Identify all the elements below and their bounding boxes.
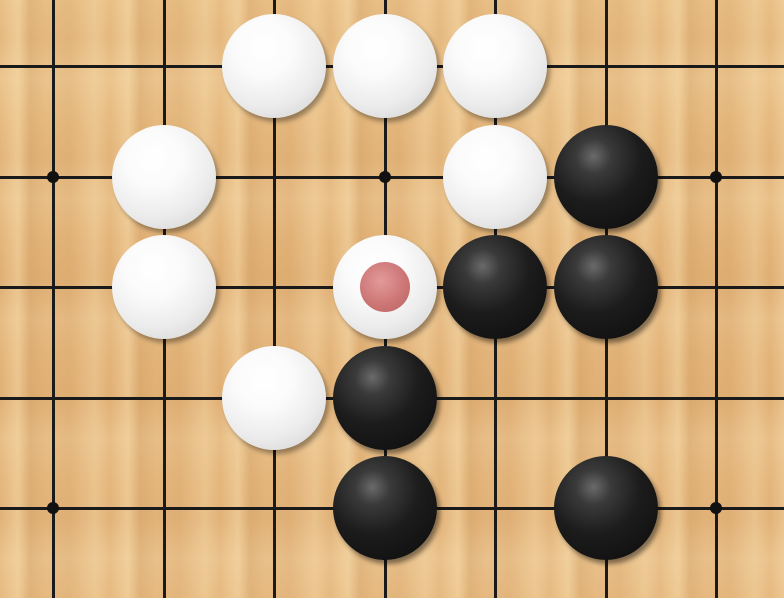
white-stone[interactable] xyxy=(222,14,326,118)
black-stone[interactable] xyxy=(554,235,658,339)
star-point xyxy=(379,171,391,183)
white-stone[interactable] xyxy=(222,346,326,450)
black-stone[interactable] xyxy=(554,125,658,229)
white-stone[interactable] xyxy=(443,125,547,229)
white-stone[interactable] xyxy=(112,235,216,339)
star-point xyxy=(710,171,722,183)
star-point xyxy=(47,171,59,183)
white-stone[interactable] xyxy=(112,125,216,229)
star-point xyxy=(47,502,59,514)
last-move-marker xyxy=(360,262,410,312)
white-stone[interactable] xyxy=(333,235,437,339)
black-stone[interactable] xyxy=(443,235,547,339)
white-stone[interactable] xyxy=(443,14,547,118)
black-stone[interactable] xyxy=(333,346,437,450)
star-point xyxy=(710,502,722,514)
black-stone[interactable] xyxy=(333,456,437,560)
black-stone[interactable] xyxy=(554,456,658,560)
white-stone[interactable] xyxy=(333,14,437,118)
